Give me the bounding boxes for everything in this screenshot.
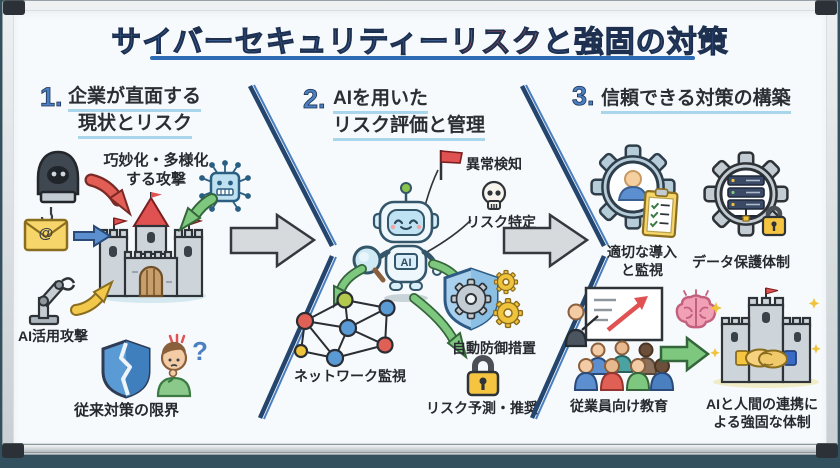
- section2-number: 2.: [303, 84, 326, 115]
- flow-arrow-1: [229, 212, 317, 269]
- page-title: サイバーセキュリティーリスクと強固の対策: [0, 17, 840, 61]
- risk-id-label: リスク特定: [466, 214, 536, 230]
- email-at-glyph: @: [39, 225, 54, 242]
- fortress-handshake-icon: [710, 287, 821, 388]
- malware-chip-icon: [199, 160, 251, 212]
- hacker-icon: [36, 150, 80, 204]
- shield-gears-icon: [443, 267, 524, 331]
- green-arrow-to-lock: [409, 293, 468, 360]
- padlock-icon: [466, 355, 500, 397]
- title-underline: [150, 56, 695, 60]
- section1-number: 1.: [40, 82, 63, 113]
- brain-icon: [675, 289, 717, 329]
- skull-icon: [481, 180, 507, 210]
- frame-corner-cap-top-left: [3, 0, 25, 15]
- collab-flow-arrow: [659, 335, 711, 373]
- predict-label: リスク予測・推奨: [426, 400, 538, 416]
- training-label: 従業員向け教育: [570, 398, 668, 414]
- section3-heading: 信頼できる対策の構築: [601, 88, 791, 114]
- robot-arm-icon: [28, 277, 76, 326]
- section1-heading-line2: 現状とリスク: [78, 113, 193, 139]
- worried-person-icon: ?: [156, 333, 208, 398]
- network-graph-icon: [293, 291, 396, 368]
- broken-shield-icon: [101, 339, 151, 399]
- blue-attack-arrow: [73, 224, 112, 248]
- red-attack-arrow: [84, 173, 133, 217]
- section1-heading-line1: 企業が直面する: [68, 86, 202, 112]
- marker-tray: [14, 444, 826, 453]
- frame-corner-cap-bottom-left: [2, 443, 24, 458]
- green-attack-arrow: [178, 193, 218, 233]
- ai-attack-label: AI活用攻撃: [18, 328, 88, 344]
- question-mark: ?: [192, 336, 208, 366]
- section-divider-1: [247, 84, 337, 420]
- phishing-email-icon: @: [23, 207, 69, 252]
- section2-heading-line2: リスク評価と管理: [333, 115, 486, 141]
- training-icon: [564, 286, 675, 391]
- section3-number: 3.: [572, 81, 595, 112]
- frame-corner-cap-bottom-right: [816, 443, 838, 458]
- robot-chest-label: AI: [401, 257, 412, 269]
- gear-server-icon: [702, 150, 790, 238]
- collab-label: AIと人間の連携に よる強固な体制: [706, 396, 818, 430]
- defense-label: 自動防御措置: [452, 340, 536, 356]
- yellow-attack-arrow: [70, 279, 114, 316]
- network-label: ネットワーク監視: [294, 368, 406, 384]
- deploy-label: 適切な導入 と監視: [607, 244, 677, 278]
- title-part-blue1: サイバーセキュリティー: [111, 25, 450, 59]
- data-protection-label: データ保護体制: [692, 254, 790, 270]
- sophisticated-attack-label: 巧妙化・多様化 する攻撃: [103, 152, 209, 188]
- gear-person-icon: [589, 143, 679, 238]
- section2-heading-line1: AIを用いた: [333, 88, 429, 114]
- anomaly-label: 異常検知: [466, 156, 522, 172]
- red-flag-icon: [439, 150, 463, 180]
- limits-label: 従来対策の限界: [74, 402, 180, 419]
- title-part-red: リスク: [449, 25, 543, 59]
- flow-arrow-2: [502, 212, 590, 269]
- frame-corner-cap-top-right: [815, 0, 837, 15]
- title-part-blue2: と強固の対策: [542, 25, 729, 59]
